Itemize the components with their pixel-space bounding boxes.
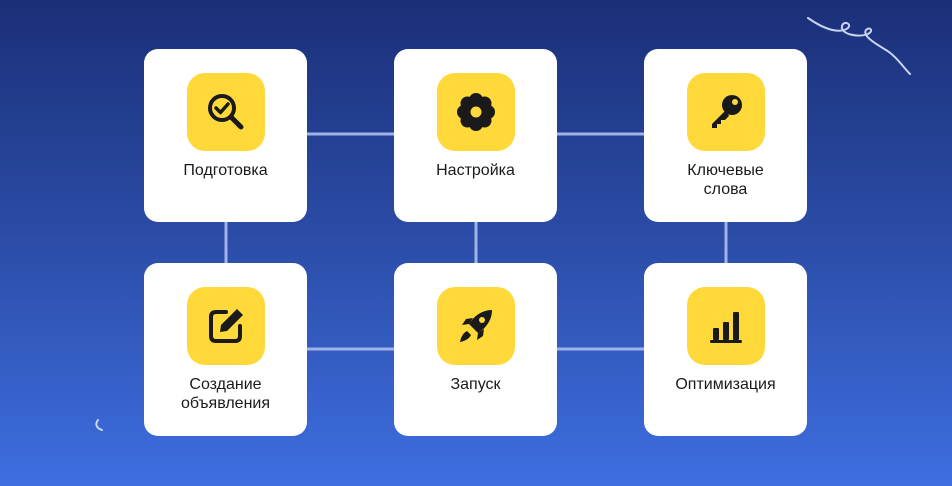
icon-tile [187,73,265,151]
decorative-tick [95,419,103,431]
step-card-nastroika: Настройка [394,49,557,222]
decorative-squiggle [807,17,911,75]
icon-tile [187,287,265,365]
step-card-zapusk: Запуск [394,263,557,436]
icon-tile [437,73,515,151]
bar-chart-icon [710,312,742,343]
step-card-optimizaciya: Оптимизация [644,263,807,436]
step-label: Оптимизация [675,376,776,393]
icon-tile [437,287,515,365]
gear-icon [457,93,495,131]
step-label: Подготовка [183,162,268,179]
edit-icon [209,309,243,343]
step-card-podgotovka: Подготовка [144,49,307,222]
key-icon [712,95,742,128]
icon-tile [687,287,765,365]
step-card-klyuchevye-slova: Ключевые слова [644,49,807,222]
step-label: Запуск [450,376,501,393]
step-label: Создание объявления [181,376,270,412]
step-label: Ключевые слова [687,162,764,198]
step-card-sozdanie-obyavleniya: Создание объявления [144,263,307,436]
rocket-icon [460,310,492,342]
icon-tile [687,73,765,151]
search-check-icon [208,94,244,130]
step-label: Настройка [436,162,515,179]
